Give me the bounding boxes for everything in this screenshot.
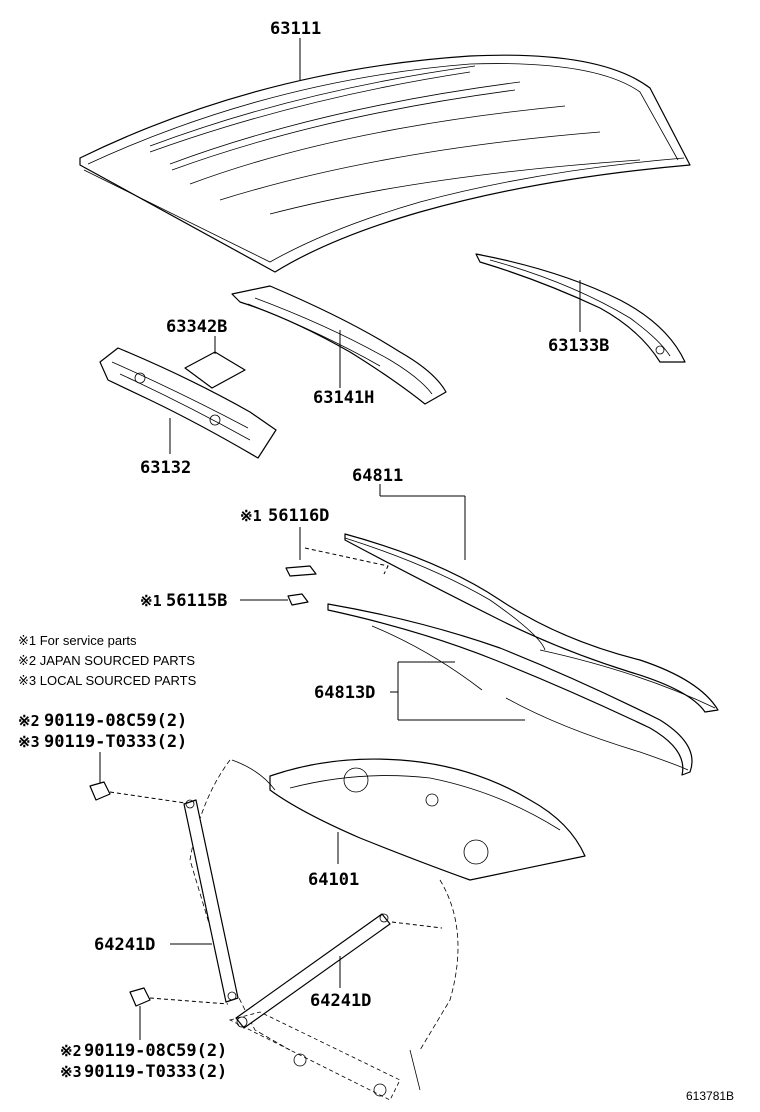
- bolt-top[interactable]: [89, 781, 111, 801]
- marker-bolt-top-2: ※3: [18, 733, 40, 751]
- brace-right-dash: [391, 921, 443, 929]
- roof-side-rail[interactable]: [475, 253, 686, 363]
- brace-right[interactable]: [235, 913, 391, 1029]
- label-roof-front-header: 63132: [140, 458, 191, 478]
- label-bolt-top-1: 90119-08C59(2): [44, 711, 187, 731]
- label-spacer: 56115B: [166, 591, 227, 611]
- bolt-bottom-dash: [149, 997, 229, 1005]
- diagram-reference: 613781B: [686, 1089, 734, 1103]
- label-stopper: 56116D: [268, 506, 329, 526]
- roof-panel-pad[interactable]: [184, 351, 246, 389]
- roof-front-header[interactable]: [99, 347, 277, 459]
- bolt-top-dash: [109, 791, 193, 805]
- stopper-dash: [304, 547, 389, 575]
- marker-bolt-bottom-1: ※2: [60, 1042, 82, 1060]
- marker-spacer: ※1: [140, 592, 162, 610]
- label-roof-panel-pad: 63342B: [166, 317, 227, 337]
- back-window-glass[interactable]: [344, 533, 719, 713]
- label-roof-side-rail: 63133B: [548, 336, 609, 356]
- marker-bolt-bottom-2: ※3: [60, 1063, 82, 1081]
- legend-line-3: ※3 LOCAL SOURCED PARTS: [18, 673, 197, 688]
- lower-crossmember: [228, 1011, 401, 1101]
- label-brace-left: 64241D: [94, 935, 155, 955]
- marker-bolt-top-1: ※2: [18, 712, 40, 730]
- bolt-bottom[interactable]: [129, 987, 151, 1007]
- brace-left[interactable]: [183, 799, 239, 1003]
- label-roof-panel: 63111: [270, 19, 321, 39]
- stopper-part[interactable]: [285, 565, 317, 577]
- label-bolt-bottom-1: 90119-08C59(2): [84, 1041, 227, 1061]
- label-roof-bow: 63141H: [313, 388, 374, 408]
- label-bolt-top-2: 90119-T0333(2): [44, 732, 187, 752]
- spacer-part[interactable]: [287, 593, 309, 606]
- legend-line-2: ※2 JAPAN SOURCED PARTS: [18, 653, 195, 668]
- weatherstrip[interactable]: [327, 603, 693, 776]
- roof-bow[interactable]: [231, 285, 447, 405]
- label-weatherstrip: 64813D: [314, 683, 375, 703]
- label-brace-right: 64241D: [310, 991, 371, 1011]
- roof-panel[interactable]: [79, 54, 691, 273]
- marker-stopper: ※1: [240, 507, 262, 525]
- legend-line-1: ※1 For service parts: [18, 633, 137, 648]
- label-back-window-glass: 64811: [352, 466, 403, 486]
- label-package-tray-panel: 64101: [308, 870, 359, 890]
- label-bolt-bottom-2: 90119-T0333(2): [84, 1062, 227, 1082]
